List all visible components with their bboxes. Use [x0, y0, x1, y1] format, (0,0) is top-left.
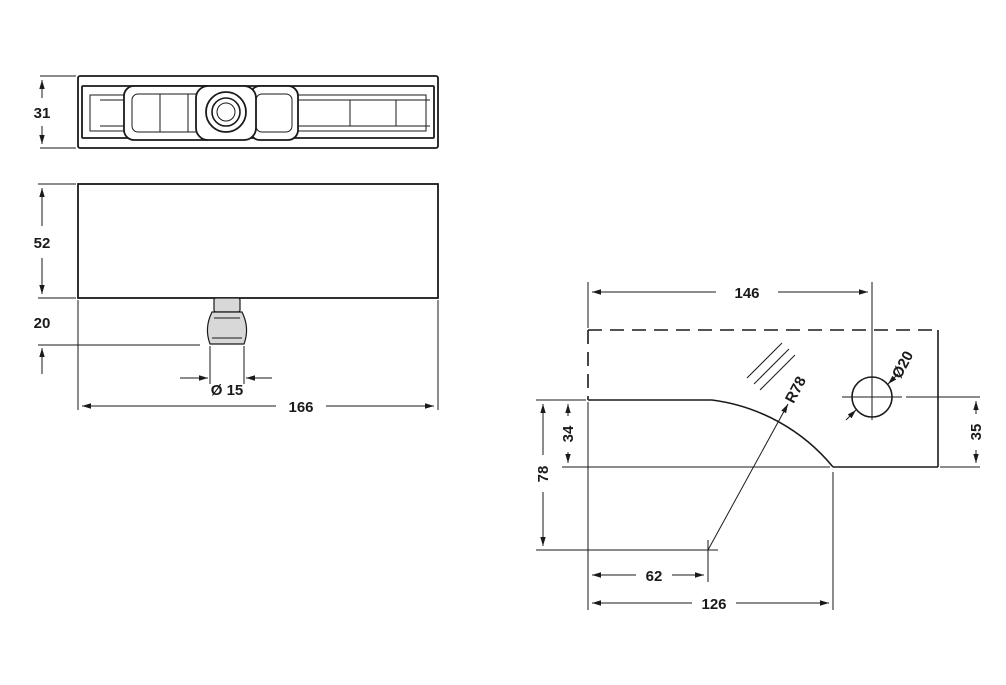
dim-pin-diameter-15: Ø 15	[211, 382, 244, 399]
front-view-body	[77, 183, 439, 299]
dim-center-offset-62: 62	[646, 568, 663, 585]
dim-cutout-length-126: 126	[701, 596, 726, 613]
glass-hatch	[746, 342, 796, 391]
dim-height-31: 31	[34, 105, 51, 122]
dim-height-52: 52	[34, 235, 51, 252]
glass-outline	[587, 329, 939, 468]
dim-hole-offset-35: 35	[968, 424, 985, 441]
top-view-body	[77, 75, 439, 149]
dim-hole-diameter-20: Ø20	[889, 348, 917, 381]
dim-width-166: 166	[288, 399, 313, 416]
top-view: 31	[34, 75, 439, 149]
glass-cutout-view: Ø20 146 R78 34 78 35 62	[535, 282, 985, 613]
dim-radius-center-78: 78	[535, 466, 552, 483]
dim-pin-length-20: 20	[34, 315, 51, 332]
pivot-hole	[842, 282, 902, 421]
pivot-boss	[205, 91, 247, 133]
front-view: 52 20 Ø 15 166	[34, 183, 439, 416]
dim-radius-r78: R78	[782, 374, 810, 406]
pivot-pin	[206, 297, 248, 345]
dim-width-146: 146	[734, 285, 759, 302]
dim-cut-depth-34: 34	[560, 425, 577, 442]
